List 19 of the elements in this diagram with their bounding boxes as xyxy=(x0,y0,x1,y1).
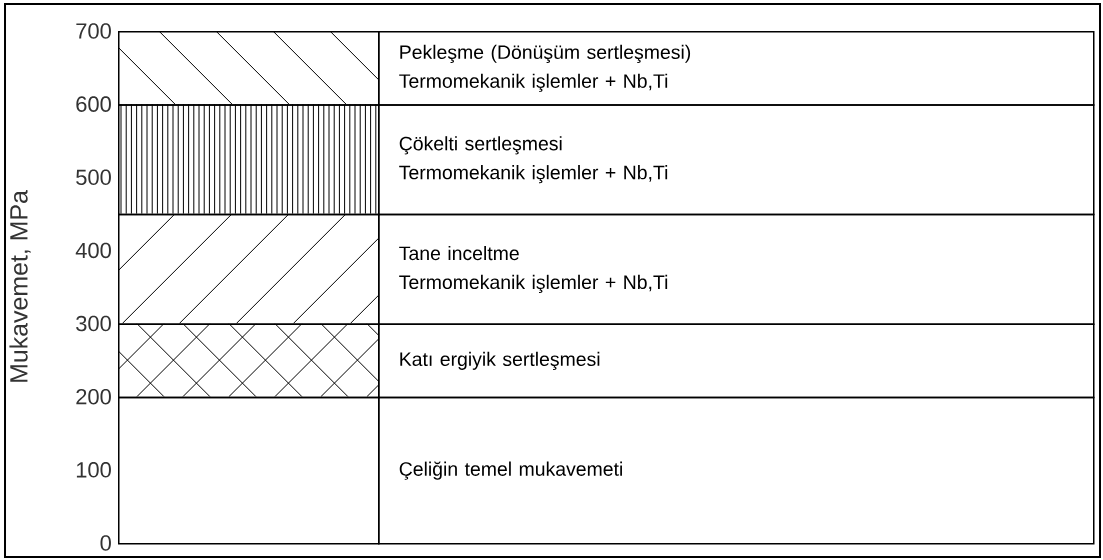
hatched-bar-segment xyxy=(118,323,380,399)
text-cell: Katı ergiyik sertleşmesi xyxy=(378,323,1095,399)
tick-label: 700 xyxy=(76,23,111,39)
text-cell: Tane inceltme Termomekanik işlemler + Nb,Ti xyxy=(378,213,1095,326)
tick-label: 0 xyxy=(100,535,111,551)
text-cell: Çeliğin temel mukavemeti xyxy=(378,396,1095,545)
hatched-bar-segment xyxy=(118,396,380,545)
tick-label: 200 xyxy=(76,388,111,405)
axis-title: Mukavemet, MPa xyxy=(9,190,31,382)
tick-label: 300 xyxy=(76,315,111,332)
text-cell: Pekleşme (Dönüşüm sertleşmesi) Termomekanik işlemler + Nb,Ti xyxy=(378,31,1095,106)
tick-label: 400 xyxy=(75,242,111,259)
tick-label: 100 xyxy=(76,462,111,478)
hatched-bar-segment xyxy=(118,31,380,106)
tick-label: 600 xyxy=(76,96,111,112)
hatched-bar-segment xyxy=(118,104,380,216)
hatched-bar-segment xyxy=(118,213,380,326)
text-cell: Çökelti sertleşmesi Termomekanik işlemler + Nb,Ti xyxy=(378,104,1095,216)
tick-label: 500 xyxy=(76,169,111,186)
